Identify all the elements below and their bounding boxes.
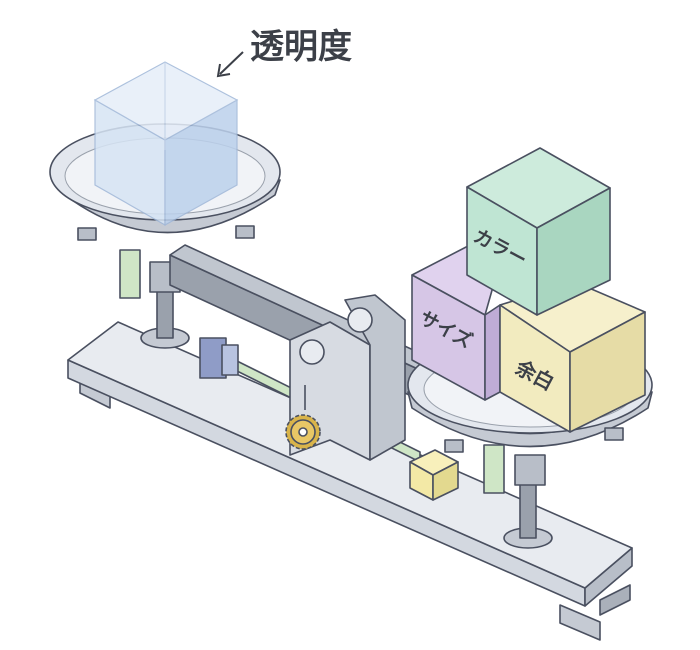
slider-weight-block <box>409 449 459 501</box>
arrow-icon <box>216 51 244 78</box>
transparent-cube <box>93 61 239 227</box>
gear-icon <box>285 414 321 450</box>
color-cube <box>466 147 611 316</box>
right-post <box>483 444 553 549</box>
base-platform <box>67 321 633 607</box>
transparency-label: 透明度 <box>250 27 352 67</box>
